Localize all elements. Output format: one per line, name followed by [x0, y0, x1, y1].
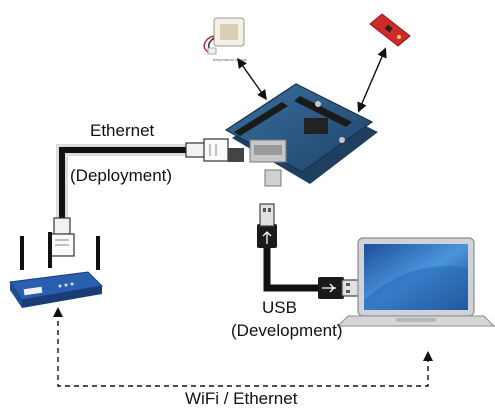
deployment-label: (Deployment) [70, 166, 173, 185]
temperature-sensor-icon [203, 17, 245, 55]
usb-cable-icon [257, 203, 365, 299]
sensor-caption: temperature sensor [213, 57, 248, 62]
router-icon [9, 232, 104, 308]
wifi-ethernet-link [53, 307, 433, 387]
laptop-icon [336, 237, 495, 327]
sensor-link-arrow [237, 57, 267, 101]
ethernet-cable-icon [49, 138, 229, 257]
usb-label: USB [262, 298, 297, 317]
development-label: (Development) [231, 321, 343, 340]
ethernet-label: Ethernet [90, 121, 155, 140]
sensor-board-link-arrow [357, 47, 387, 113]
wifi-ethernet-label: WiFi / Ethernet [185, 389, 298, 408]
sensor-board-icon [369, 13, 411, 47]
arduino-board-icon [224, 83, 378, 187]
